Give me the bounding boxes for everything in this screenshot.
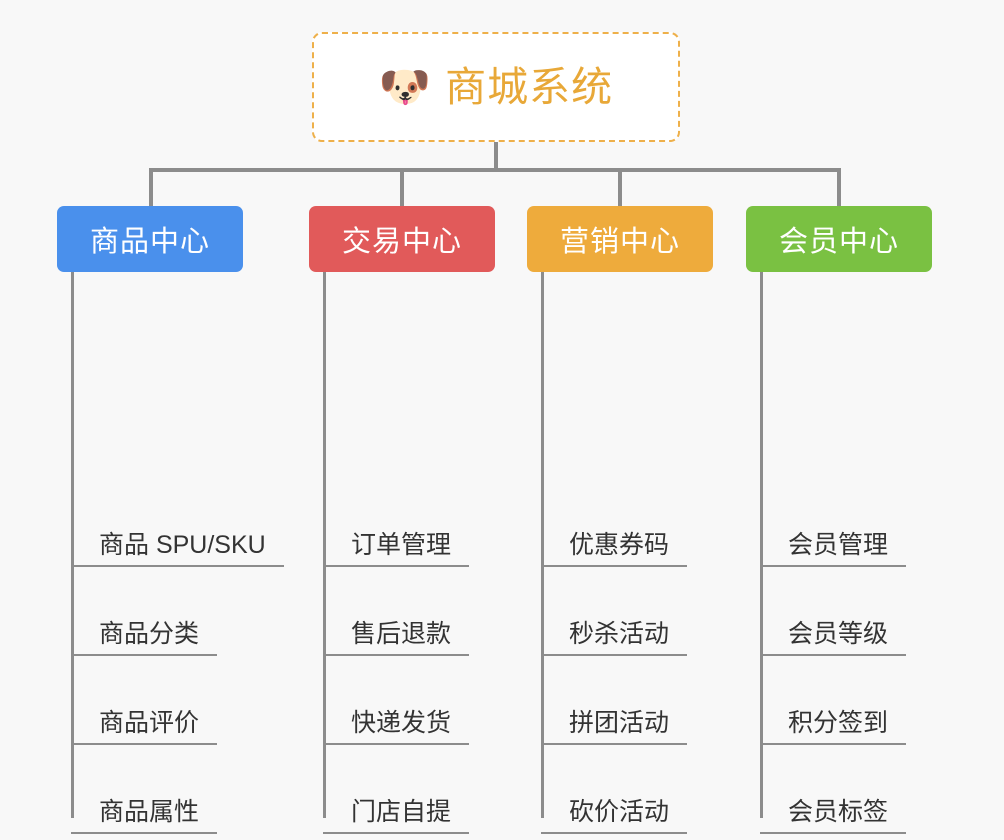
- list-item[interactable]: 商品评价: [57, 656, 287, 745]
- list-item[interactable]: 会员标签: [746, 745, 961, 834]
- leaf-label: 商品属性: [99, 797, 200, 826]
- root-title: 商城系统: [445, 63, 614, 110]
- branch-会员中心: 会员中心 会员管理 会员等级 积分签到 会员标签 会员分组 收货地址: [746, 206, 961, 834]
- connector-drop-branch-4: [837, 168, 841, 206]
- list-item[interactable]: 订单管理: [309, 478, 529, 567]
- connector-spine-4: [760, 272, 763, 818]
- branch-商品中心: 商品中心 商品 SPU/SKU 商品分类 商品评价 商品属性 商品推荐 商品品牌: [57, 206, 287, 834]
- connector-spine-3: [541, 272, 544, 818]
- list-item[interactable]: 积分签到: [746, 656, 961, 745]
- leaf-label: 门店自提: [351, 797, 452, 826]
- shiba-dog-face-icon: 🐶: [378, 63, 432, 110]
- list-item[interactable]: 会员管理: [746, 478, 961, 567]
- branch-header-4[interactable]: 会员中心: [746, 206, 932, 272]
- list-item[interactable]: 商品 SPU/SKU: [57, 478, 287, 567]
- leaf-label: 优惠券码: [569, 530, 670, 559]
- leaf-label: 积分签到: [788, 708, 889, 737]
- branch-header-2[interactable]: 交易中心: [309, 206, 495, 272]
- leaf-label: 售后退款: [351, 619, 452, 648]
- connector-spine-1: [71, 272, 74, 818]
- branch-营销中心: 营销中心 优惠券码 秒杀活动 拼团活动 砍价活动 限时折扣 满减送: [527, 206, 742, 834]
- leaf-list-1: 商品 SPU/SKU 商品分类 商品评价 商品属性 商品推荐 商品品牌: [57, 478, 287, 840]
- list-item[interactable]: 门店自提: [309, 745, 529, 834]
- leaf-label: 商品分类: [99, 619, 200, 648]
- list-item[interactable]: 会员分组: [746, 834, 961, 840]
- root-node[interactable]: 🐶 商城系统: [312, 32, 680, 142]
- list-item[interactable]: 购物车: [309, 834, 529, 840]
- list-item[interactable]: 限时折扣: [527, 834, 742, 840]
- branch-header-3[interactable]: 营销中心: [527, 206, 713, 272]
- list-item[interactable]: 商品推荐: [57, 834, 287, 840]
- list-item[interactable]: 商品分类: [57, 567, 287, 656]
- connector-drop-branch-1: [149, 168, 153, 206]
- list-item[interactable]: 秒杀活动: [527, 567, 742, 656]
- leaf-label: 会员管理: [788, 530, 889, 559]
- leaf-list-2: 订单管理 售后退款 快递发货 门店自提 购物车 销售分佣: [309, 478, 529, 840]
- list-item[interactable]: 售后退款: [309, 567, 529, 656]
- list-item[interactable]: 优惠券码: [527, 478, 742, 567]
- list-item[interactable]: 快递发货: [309, 656, 529, 745]
- list-item[interactable]: 拼团活动: [527, 656, 742, 745]
- leaf-list-4: 会员管理 会员等级 积分签到 会员标签 会员分组 收货地址: [746, 478, 961, 840]
- connector-horizontal-bus: [149, 168, 841, 172]
- leaf-label: 会员标签: [788, 797, 889, 826]
- connector-drop-branch-2: [400, 168, 404, 206]
- list-item[interactable]: 会员等级: [746, 567, 961, 656]
- list-item[interactable]: 砍价活动: [527, 745, 742, 834]
- connector-spine-2: [323, 272, 326, 818]
- leaf-label: 秒杀活动: [569, 619, 670, 648]
- leaf-label: 砍价活动: [569, 797, 670, 826]
- branch-header-1[interactable]: 商品中心: [57, 206, 243, 272]
- leaf-label: 快递发货: [351, 708, 452, 737]
- leaf-list-3: 优惠券码 秒杀活动 拼团活动 砍价活动 限时折扣 满减送: [527, 478, 742, 840]
- leaf-label: 会员等级: [788, 619, 889, 648]
- leaf-label: 订单管理: [351, 530, 452, 559]
- leaf-label: 商品评价: [99, 708, 200, 737]
- connector-root-stem: [494, 142, 498, 170]
- list-item[interactable]: 商品属性: [57, 745, 287, 834]
- branch-交易中心: 交易中心 订单管理 售后退款 快递发货 门店自提 购物车 销售分佣: [309, 206, 529, 834]
- leaf-label: 商品 SPU/SKU: [99, 530, 266, 559]
- connector-drop-branch-3: [618, 168, 622, 206]
- leaf-label: 拼团活动: [569, 708, 670, 737]
